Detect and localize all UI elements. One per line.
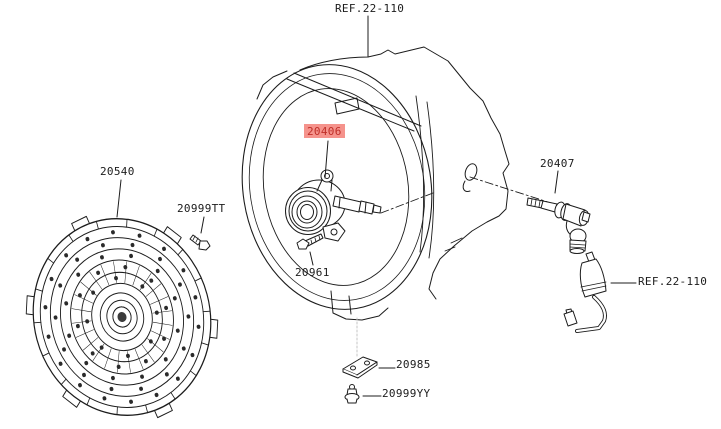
ref-label-right[interactable]: REF.22-110: [638, 275, 708, 288]
part-label-20540[interactable]: 20540: [100, 165, 135, 178]
leader-lines: [116, 15, 637, 397]
part-label-20985[interactable]: 20985: [396, 358, 431, 371]
clutch-damper-drawing: [526, 197, 591, 254]
part-label-20999tt[interactable]: 20999TT: [177, 202, 226, 215]
clutch-cover-drawing: [25, 215, 219, 419]
clutch-hose-drawing: [563, 251, 607, 333]
ref-label-top[interactable]: REF.22-110: [335, 2, 405, 15]
assembly-axis-dashed-line: [380, 176, 549, 214]
release-cylinder-drawing: [285, 169, 382, 242]
part-label-20406-highlighted[interactable]: 20406: [304, 124, 345, 138]
bolt-20961-drawing: [296, 233, 324, 250]
part-label-20999yy[interactable]: 20999YY: [382, 387, 431, 400]
transmission-housing-drawing: [241, 46, 510, 321]
nut-20999yy-drawing: [344, 384, 360, 404]
part-label-20407[interactable]: 20407: [540, 157, 575, 170]
bracket-20985-drawing: [342, 356, 378, 379]
bolt-20999tt-drawing: [189, 234, 211, 251]
part-label-20961[interactable]: 20961: [295, 266, 330, 279]
